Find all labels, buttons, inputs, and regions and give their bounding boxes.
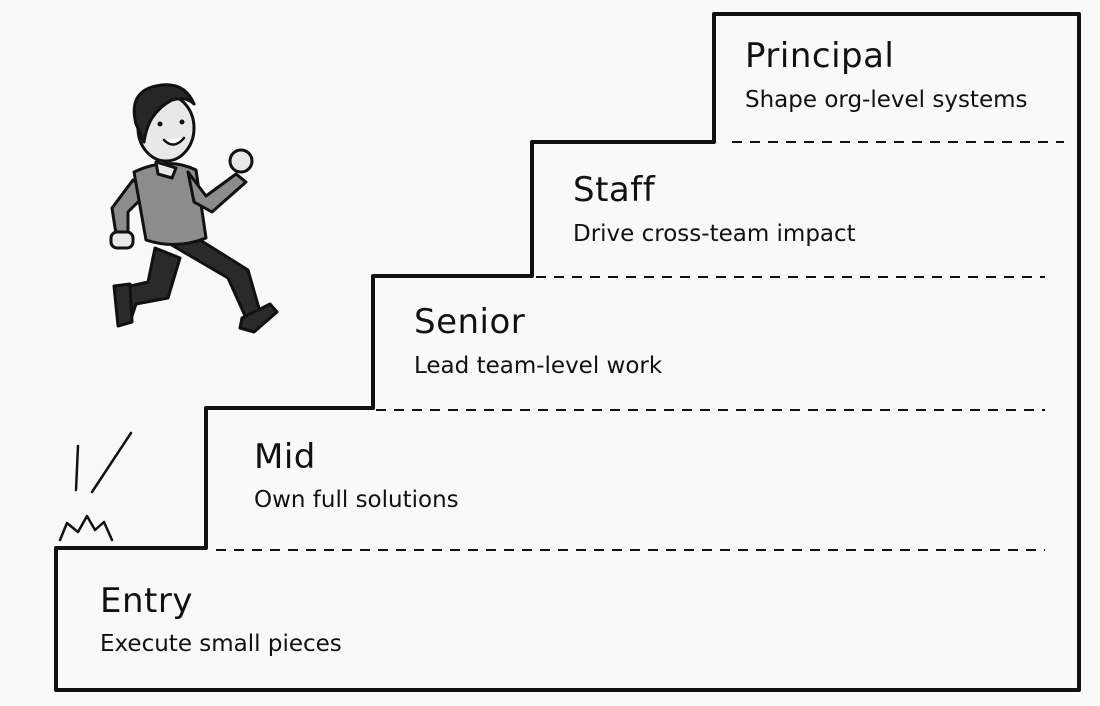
step-title-mid: Mid [254, 437, 316, 477]
step-description-senior: Lead team-level work [414, 353, 663, 379]
step-description-staff: Drive cross-team impact [573, 221, 856, 247]
running-person-icon [109, 83, 279, 334]
step-description-entry: Execute small pieces [100, 631, 342, 657]
step-title-senior: Senior [414, 302, 526, 342]
staircase-shape [54, 12, 1081, 692]
step-description-mid: Own full solutions [254, 487, 459, 513]
impact-burst-icon [58, 431, 133, 542]
step-title-principal: Principal [745, 36, 895, 76]
step-title-entry: Entry [100, 581, 193, 621]
step-title-staff: Staff [573, 170, 656, 210]
step-description-principal: Shape org-level systems [745, 87, 1028, 113]
